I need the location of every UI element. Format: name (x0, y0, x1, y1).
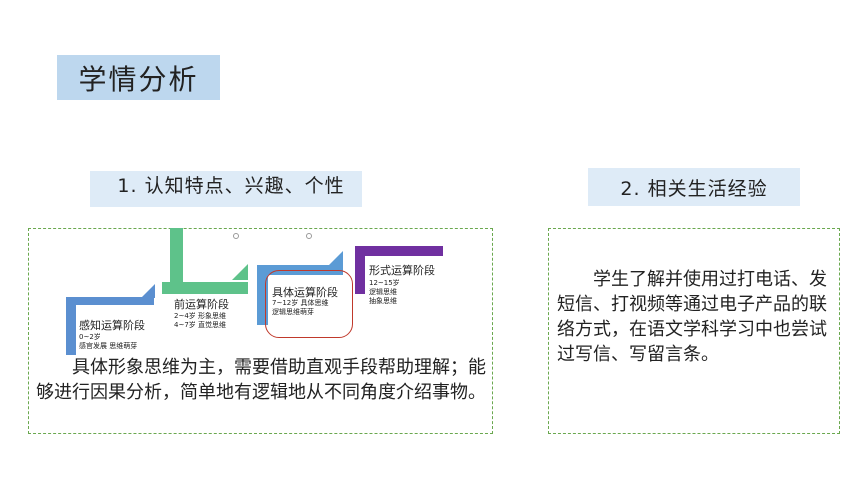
stage1-arrow-triangle (141, 284, 155, 298)
stage3-desc: 逻辑思维萌芽 (272, 308, 314, 316)
stage4-age: 12~15岁 (369, 279, 400, 287)
section2-body: 学生了解并使用过打电话、发短信、打视频等通过电子产品的联络方式，在语文学科学习中… (557, 269, 827, 365)
stage3-label: 具体运算阶段 (272, 286, 338, 299)
stage4-label: 形式运算阶段 (369, 264, 435, 277)
stage1-vertical-bar (66, 300, 76, 355)
stage3-vertical-bar (257, 265, 268, 325)
stage3-age: 7~12岁 具体思维 (272, 299, 329, 307)
stage4-horizontal-bar (355, 246, 443, 256)
stage1-desc: 感官发展 思维萌芽 (79, 342, 138, 350)
stage4-desc2: 抽象思维 (369, 297, 397, 305)
section1-heading: 1. 认知特点、兴趣、个性 (117, 175, 345, 197)
stage2-arrow-triangle (232, 264, 248, 280)
highlight-circle (265, 270, 353, 338)
stage4-vertical-bar (355, 246, 365, 294)
stage2-label: 前运算阶段 (174, 298, 229, 311)
handle-dot-right (306, 233, 312, 239)
stage2-horizontal-bar (162, 282, 248, 294)
section2-heading: 2. 相关生活经验 (620, 177, 768, 200)
stage1-age: 0~2岁 (79, 333, 101, 341)
stage2-age: 2~4岁 形象思维 (174, 312, 226, 320)
stage3-arrow-triangle (329, 251, 343, 265)
page-title-box: 学情分析 (57, 55, 220, 100)
section1-heading-box (90, 171, 362, 207)
stage2-vertical-bar (170, 228, 183, 294)
stage4-desc: 逻辑思维 (369, 288, 397, 296)
stage1-horizontal-bar (66, 297, 154, 305)
stage2-desc: 4~7岁 直觉思维 (174, 321, 226, 329)
section2-heading-box: 2. 相关生活经验 (588, 168, 800, 206)
section1-body: 具体形象思维为主，需要借助直观手段帮助理解；能够进行因果分析，简单地有逻辑地从不… (36, 357, 486, 403)
handle-dot-left (233, 233, 239, 239)
page-title: 学情分析 (78, 62, 199, 96)
stage1-label: 感知运算阶段 (79, 319, 145, 332)
section2-content-box (548, 228, 840, 434)
section1-content-box (28, 228, 493, 434)
